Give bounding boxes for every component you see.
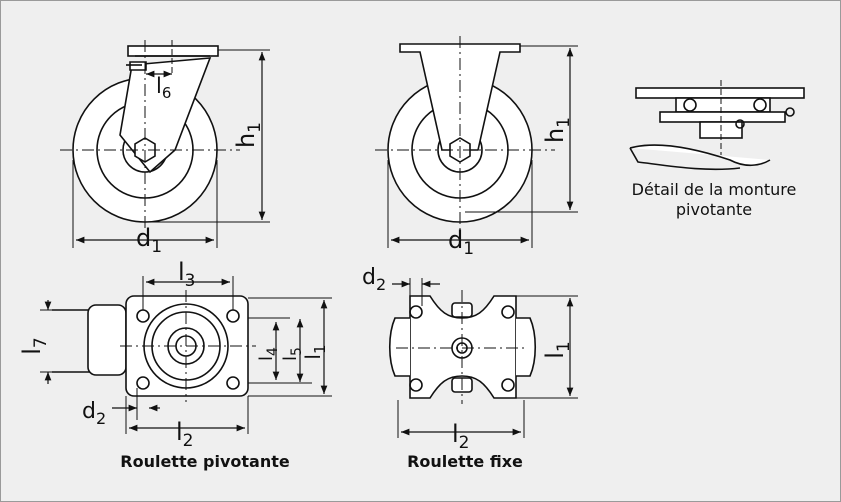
label-d1-fixed: d1 [448,226,474,259]
label-l1-swivel: l1 [301,344,329,359]
swivel-caster-side-view [60,40,270,248]
fixed-caster-caption: Roulette fixe [407,452,523,471]
swivel-caster-top-view [40,276,332,434]
detail-caption-line1: Détail de la monture [631,180,797,199]
label-l3: l3 [178,258,196,291]
label-l1-fixed: l1 [541,341,574,359]
fixed-caster-top-view [388,278,578,438]
swivel-caster-caption: Roulette pivotante [120,452,290,471]
label-d2-fixed: d2 [362,265,386,294]
label-d1-swivel: d1 [136,224,162,257]
label-l2-swivel: l2 [176,418,194,451]
label-d2-swivel: d2 [82,399,106,428]
label-l7: l7 [18,337,51,355]
detail-caption-line2: pivotante [675,200,753,219]
swivel-mount-detail [629,80,805,171]
fixed-caster-side-view [375,36,578,248]
label-h1-swivel: h1 [232,122,265,148]
label-l5: l5 [280,347,305,361]
label-l4: l4 [256,347,281,361]
label-l2-fixed: l2 [452,420,470,453]
detail-caption: Détail de la monture pivotante [604,180,824,220]
label-h1-fixed: h1 [541,117,574,143]
label-l6: l6 [156,74,171,102]
